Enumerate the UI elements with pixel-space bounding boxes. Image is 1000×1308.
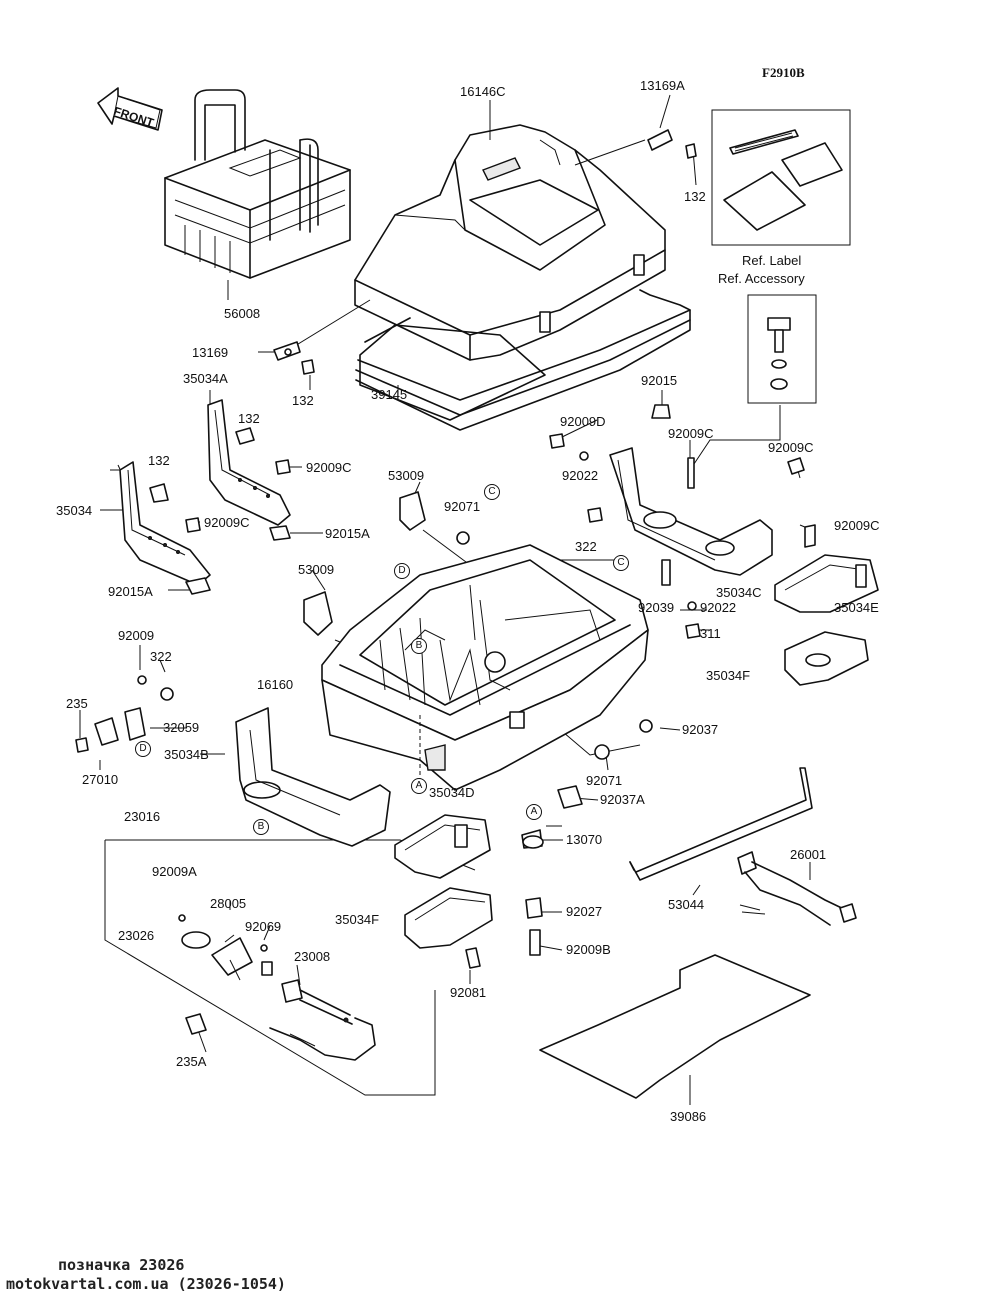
part-label: 92015A <box>108 584 153 599</box>
footer-source: motokvartal.com.ua (23026-1054) <box>6 1275 286 1293</box>
part-label: 92009B <box>566 942 611 957</box>
part-label: 92022 <box>562 468 599 483</box>
callout-b: B <box>411 638 427 654</box>
part-label: 92069 <box>245 919 282 934</box>
part-label: 35034 <box>56 503 93 518</box>
ref-accessory-box <box>747 294 817 404</box>
footer-note: позначка 23026 <box>58 1256 185 1274</box>
small-hinge-parts <box>149 129 697 595</box>
part-label: 39145 <box>371 387 408 402</box>
bracket-35034F-right <box>784 631 869 686</box>
part-label: 53009 <box>298 562 335 577</box>
part-label: 92009C <box>668 426 714 441</box>
part-label: 235 <box>66 696 88 711</box>
part-label: 92015 <box>641 373 678 388</box>
wiring-harness-26001 <box>737 851 857 926</box>
part-label: 92022 <box>700 600 737 615</box>
part-label: 92037 <box>682 722 719 737</box>
part-label: 13070 <box>566 832 603 847</box>
part-label: 35034B <box>164 747 209 762</box>
part-label: 92009D <box>560 414 606 429</box>
part-label: 132 <box>684 189 706 204</box>
part-label: 92009C <box>306 460 352 475</box>
callout-b: B <box>253 819 269 835</box>
part-label: 92009C <box>834 518 880 533</box>
part-label: 13169A <box>640 78 685 93</box>
part-label: 26001 <box>790 847 827 862</box>
bracket-35034D <box>394 814 491 879</box>
callout-c: C <box>613 555 629 571</box>
figure-code: F2910B <box>762 65 805 80</box>
lock-parts-left <box>75 675 174 753</box>
part-label: 16146C <box>460 84 506 99</box>
part-label: 322 <box>150 649 172 664</box>
part-label: 92037A <box>600 792 645 807</box>
part-label: 92009 <box>118 628 155 643</box>
trunk-lid <box>354 124 666 361</box>
part-label: 92071 <box>586 773 623 788</box>
part-label: 92081 <box>450 985 487 1000</box>
part-label: 132 <box>238 411 260 426</box>
bracket-35034B <box>235 707 391 847</box>
fasteners-bottom-center <box>465 719 653 969</box>
part-label: 32059 <box>163 720 200 735</box>
callout-d: D <box>394 563 410 579</box>
part-label: 16160 <box>257 677 294 692</box>
callout-a: A <box>411 778 427 794</box>
part-label: 39086 <box>670 1109 707 1124</box>
ref-label-text: Ref. Label <box>742 253 802 268</box>
seal-gasket <box>355 289 691 431</box>
part-label: 132 <box>148 453 170 468</box>
part-label: 23016 <box>124 809 161 824</box>
part-label: 311 <box>700 626 721 641</box>
part-label: 322 <box>575 539 597 554</box>
bracket-35034E <box>774 554 879 613</box>
part-label: 35034E <box>834 600 879 615</box>
ref-accessory-text: Ref. Accessory <box>718 271 805 286</box>
rod-53044 <box>629 767 813 881</box>
part-label: 92009C <box>768 440 814 455</box>
fasteners-right <box>549 404 816 639</box>
part-label: 23026 <box>118 928 155 943</box>
mat-39086 <box>539 954 811 1099</box>
lock-parts-group <box>178 914 376 1061</box>
part-label: 92009A <box>152 864 197 879</box>
callout-d: D <box>135 741 151 757</box>
callout-a: A <box>526 804 542 820</box>
part-label: 35034C <box>716 585 762 600</box>
part-label: 56008 <box>224 306 261 321</box>
bracket-35034C <box>609 447 773 576</box>
part-label: 28005 <box>210 896 247 911</box>
trunk-assembly-illustration <box>164 89 351 279</box>
part-label: 92009C <box>204 515 250 530</box>
bracket-35034 <box>110 461 211 586</box>
part-label: 35034A <box>183 371 228 386</box>
part-label: 92015A <box>325 526 370 541</box>
part-label: 92027 <box>566 904 603 919</box>
part-label: 132 <box>292 393 314 408</box>
part-label: 27010 <box>82 772 119 787</box>
part-label: 92039 <box>638 600 675 615</box>
ref-label-box <box>711 109 851 246</box>
front-arrow-icon <box>97 87 163 131</box>
bracket-35034A <box>207 399 291 526</box>
part-label: 53044 <box>668 897 705 912</box>
part-label: 35034F <box>335 912 380 927</box>
part-label: 53009 <box>388 468 425 483</box>
trunk-base <box>321 544 649 791</box>
bracket-35034F-bottom <box>404 887 493 949</box>
callout-c: C <box>484 484 500 500</box>
part-label: 235A <box>176 1054 207 1069</box>
part-label: 23008 <box>294 949 331 964</box>
part-label: 35034F <box>706 668 751 683</box>
part-label: 92071 <box>444 499 481 514</box>
part-label: 35034D <box>429 785 475 800</box>
part-label: 13169 <box>192 345 229 360</box>
hinge-clips-53009 <box>303 491 610 760</box>
